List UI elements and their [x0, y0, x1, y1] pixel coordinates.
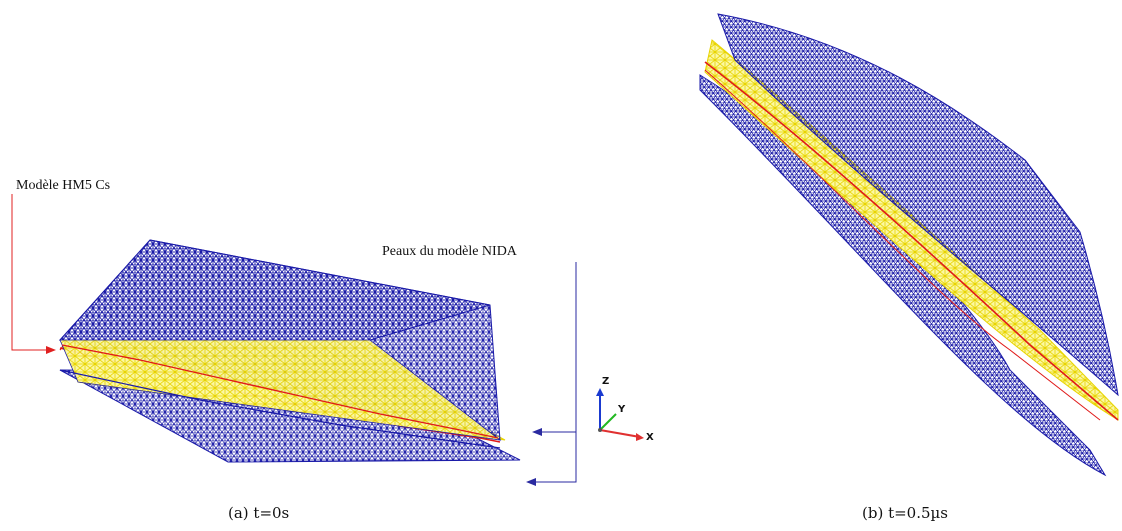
axis-x-label: X: [646, 432, 654, 443]
deformed-top-skin: [717, 13, 1119, 397]
label-nida-skins: Peaux du modèle NIDA: [382, 244, 517, 259]
label-model-hm5cs: Modèle HM5 Cs: [16, 178, 111, 193]
caption-panel-a: (a) t=0s: [228, 504, 290, 522]
axis-triad: [596, 388, 644, 441]
core-red-edge-mid: [61, 344, 499, 439]
caption-panel-b: (b) t=0.5µs: [862, 504, 948, 522]
panel-b-deformed-model: [699, 13, 1119, 477]
axis-z-label: Z: [602, 376, 610, 387]
panel-a-undeformed-model: [58, 239, 521, 463]
annotation-skins-arrows: [526, 262, 577, 486]
annotation-model-arrow: [11, 194, 56, 354]
deformed-core-red-edge: [704, 61, 1119, 421]
axis-y-label: Y: [618, 404, 626, 415]
core-front-band: [59, 339, 502, 441]
deformed-core-red-edge-2: [704, 69, 1101, 421]
middle-skin-edge: [59, 369, 501, 449]
